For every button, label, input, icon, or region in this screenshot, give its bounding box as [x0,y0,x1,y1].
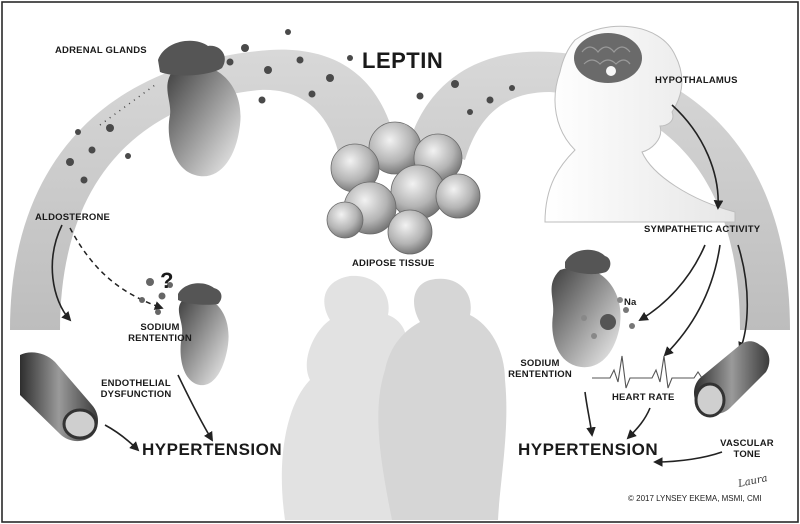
arrow-sodium-right [584,391,596,437]
leptin-particles [66,29,515,184]
label-heart-rate: HEART RATE [612,392,675,403]
label-hypertension-right: HYPERTENSION [518,440,659,459]
label-vascular-tone: VASCULAR TONE [720,438,774,460]
vessel-right-lumen [694,382,726,418]
hypothalamus-glow [606,66,616,76]
vessel-left-lumen [62,408,98,440]
brain-folds [581,46,631,65]
label-sodium-retention-right: SODIUM RENTENTION [508,358,572,380]
question-mark: ? [160,268,174,293]
band-right [410,51,790,330]
kidney-left-small [178,296,229,386]
arrow-vascular-tone [653,451,723,467]
label-hypertension-left: HYPERTENSION [142,440,283,459]
adrenal-right [565,249,611,275]
arrow-aldosterone-down [51,224,72,322]
arrow-sympathetic-vessel [737,244,749,352]
label-aldosterone: ALDOSTERONE [35,212,111,223]
adrenal-left-small [178,283,222,305]
copyright: © 2017 LYNSEY EKEMA, MSMI, CMI [628,494,762,503]
arrow-kidney-left [177,374,213,442]
label-sympathetic-activity: SYMPATHETIC ACTIVITY [644,224,761,235]
label-sodium-retention-left: SODIUM RENTENTION [128,322,192,344]
ions-right [581,297,635,339]
brain [574,33,642,83]
label-hypothalamus: HYPOTHALAMUS [655,75,738,86]
silhouette-woman [281,275,413,520]
adrenal-left [158,40,225,76]
label-adipose-tissue: ADIPOSE TISSUE [352,258,435,269]
label-adrenal-glands: ADRENAL GLANDS [55,45,147,56]
arrow-aldosterone-dashed [69,227,164,310]
adipose-cells [326,121,481,255]
label-endothelial-dysfunction: ENDOTHELIAL DYSFUNCTION [100,378,172,400]
ions-left [139,278,173,315]
arrow-hypothalamus-sympathetic [671,104,724,210]
silhouette-man [378,278,507,520]
kidney-left [167,64,241,177]
arrow-vessel-left [104,424,140,452]
arrow-heartrate [626,407,651,440]
band-left [10,49,395,331]
label-na: Na [624,297,637,308]
heart-rate-trace [592,355,712,389]
arrow-sympathetic-kidney [638,244,706,321]
title-leptin: LEPTIN [362,48,444,73]
arrow-sympathetic-heart [663,244,721,357]
